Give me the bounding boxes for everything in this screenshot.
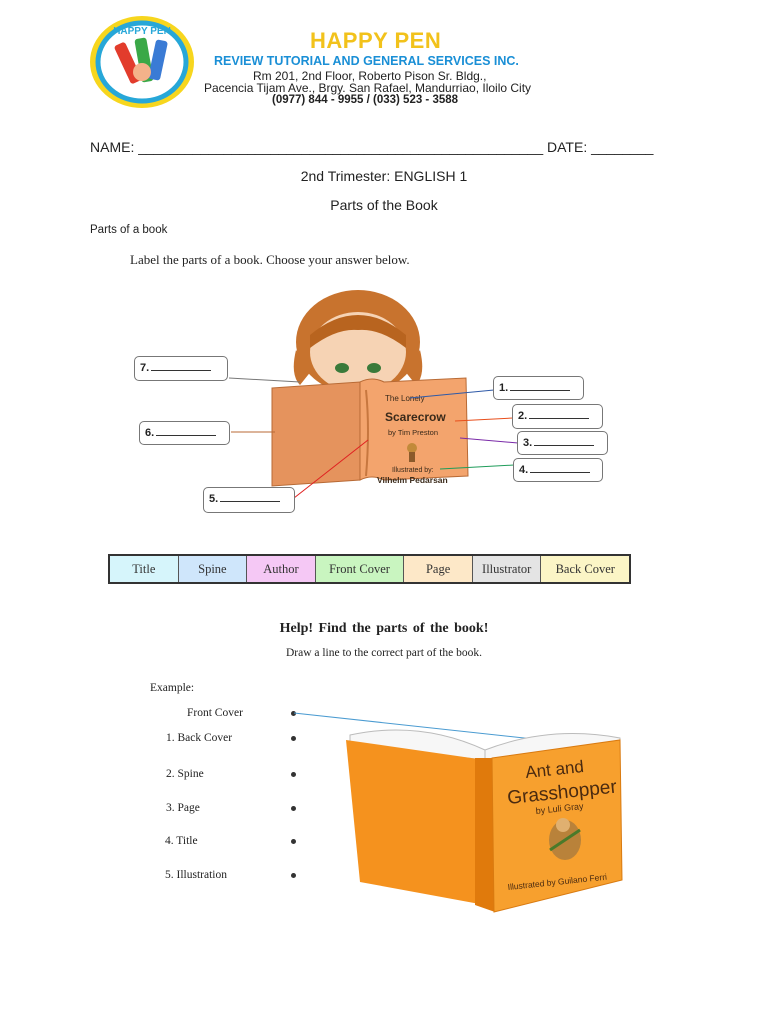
label-box-6[interactable]: 6.: [139, 421, 230, 445]
label-box-number: 3.: [523, 437, 533, 449]
label-box-number: 2.: [518, 410, 528, 422]
label-box-number: 7.: [140, 362, 150, 374]
company-logo: HAPPY PEN: [88, 14, 196, 110]
activity2-instruction: Draw a line to the correct part of the b…: [285, 647, 483, 659]
book1-illustrated-line2: Vilhelm Pedarsan: [377, 475, 448, 485]
label-box-4[interactable]: 4.: [513, 458, 603, 482]
book1-author: by Tim Preston: [388, 428, 438, 437]
example-item: Front Cover: [187, 707, 243, 719]
choice-author: Author: [247, 556, 316, 582]
name-blank[interactable]: ________________________________________…: [138, 139, 544, 155]
instruction-text: Label the parts of a book. Choose your a…: [130, 252, 410, 267]
label-box-number: 1.: [499, 382, 509, 394]
label-box-number: 6.: [145, 427, 155, 439]
label-box-number: 4.: [519, 464, 529, 476]
orange-book-illustration: Ant and Grasshopper by Luli Gray Illustr…: [293, 712, 623, 913]
logo-text: HAPPY PEN: [113, 26, 171, 37]
activity2-heading: Help! Find the parts of the book!: [279, 621, 489, 636]
choice-front-cover: Front Cover: [315, 556, 405, 582]
label-box-5[interactable]: 5.: [203, 487, 295, 513]
book1-title-line2: Scarecrow: [385, 410, 446, 424]
phone-numbers: (0977) 844 - 9955 / (033) 523 - 3588: [272, 94, 459, 106]
match-item-5: 5. Illustration: [165, 869, 227, 881]
label-box-7[interactable]: 7.: [134, 356, 228, 381]
date-blank[interactable]: ________: [591, 139, 654, 155]
choice-title: Title: [110, 556, 179, 582]
match-item-4: 4. Title: [165, 835, 198, 847]
choice-spine: Spine: [178, 556, 248, 582]
address-line-2: Pacencia Tijam Ave., Brgy. San Rafael, M…: [204, 81, 532, 95]
match-item-2: 2. Spine: [166, 768, 204, 780]
label-box-1[interactable]: 1.: [493, 376, 584, 400]
match-item-1: 1. Back Cover: [166, 732, 233, 744]
label-box-number: 5.: [209, 493, 219, 505]
match-dot-example[interactable]: [291, 711, 296, 716]
label-box-3[interactable]: 3.: [517, 431, 608, 455]
match-item-3: 3. Page: [166, 802, 200, 814]
match-dot-4[interactable]: [291, 839, 296, 844]
book1-illustrated-line1: Illustrated by:: [392, 467, 434, 474]
girl-reading-illustration: The Lonely Scarecrow by Tim Preston Illu…: [228, 290, 519, 499]
choice-page: Page: [404, 556, 473, 582]
choice-back-cover: Back Cover: [541, 556, 630, 582]
date-label: DATE:: [547, 139, 588, 155]
name-date-row: NAME: __________________________________…: [90, 139, 653, 155]
address-line-1: Rm 201, 2nd Floor, Roberto Pison Sr. Bld…: [253, 69, 487, 83]
company-title: HAPPY PEN: [310, 28, 442, 53]
match-dot-2[interactable]: [291, 772, 296, 777]
book1-title-line1: The Lonely: [385, 394, 425, 403]
match-dot-1[interactable]: [291, 736, 296, 741]
trimester-title: 2nd Trimester: ENGLISH 1: [300, 168, 468, 184]
section-heading: Parts of a book: [90, 224, 168, 236]
match-dot-3[interactable]: [291, 806, 296, 811]
example-label: Example:: [150, 682, 195, 694]
choice-illustrator: Illustrator: [472, 556, 542, 582]
label-box-2[interactable]: 2.: [512, 404, 603, 429]
match-dot-5[interactable]: [291, 873, 296, 878]
answer-choices-table: Title Spine Author Front Cover Page Illu…: [108, 554, 631, 584]
name-label: NAME:: [90, 139, 135, 155]
company-subtitle: REVIEW TUTORIAL AND GENERAL SERVICES INC…: [214, 54, 519, 68]
topic-title: Parts of the Book: [330, 197, 438, 213]
